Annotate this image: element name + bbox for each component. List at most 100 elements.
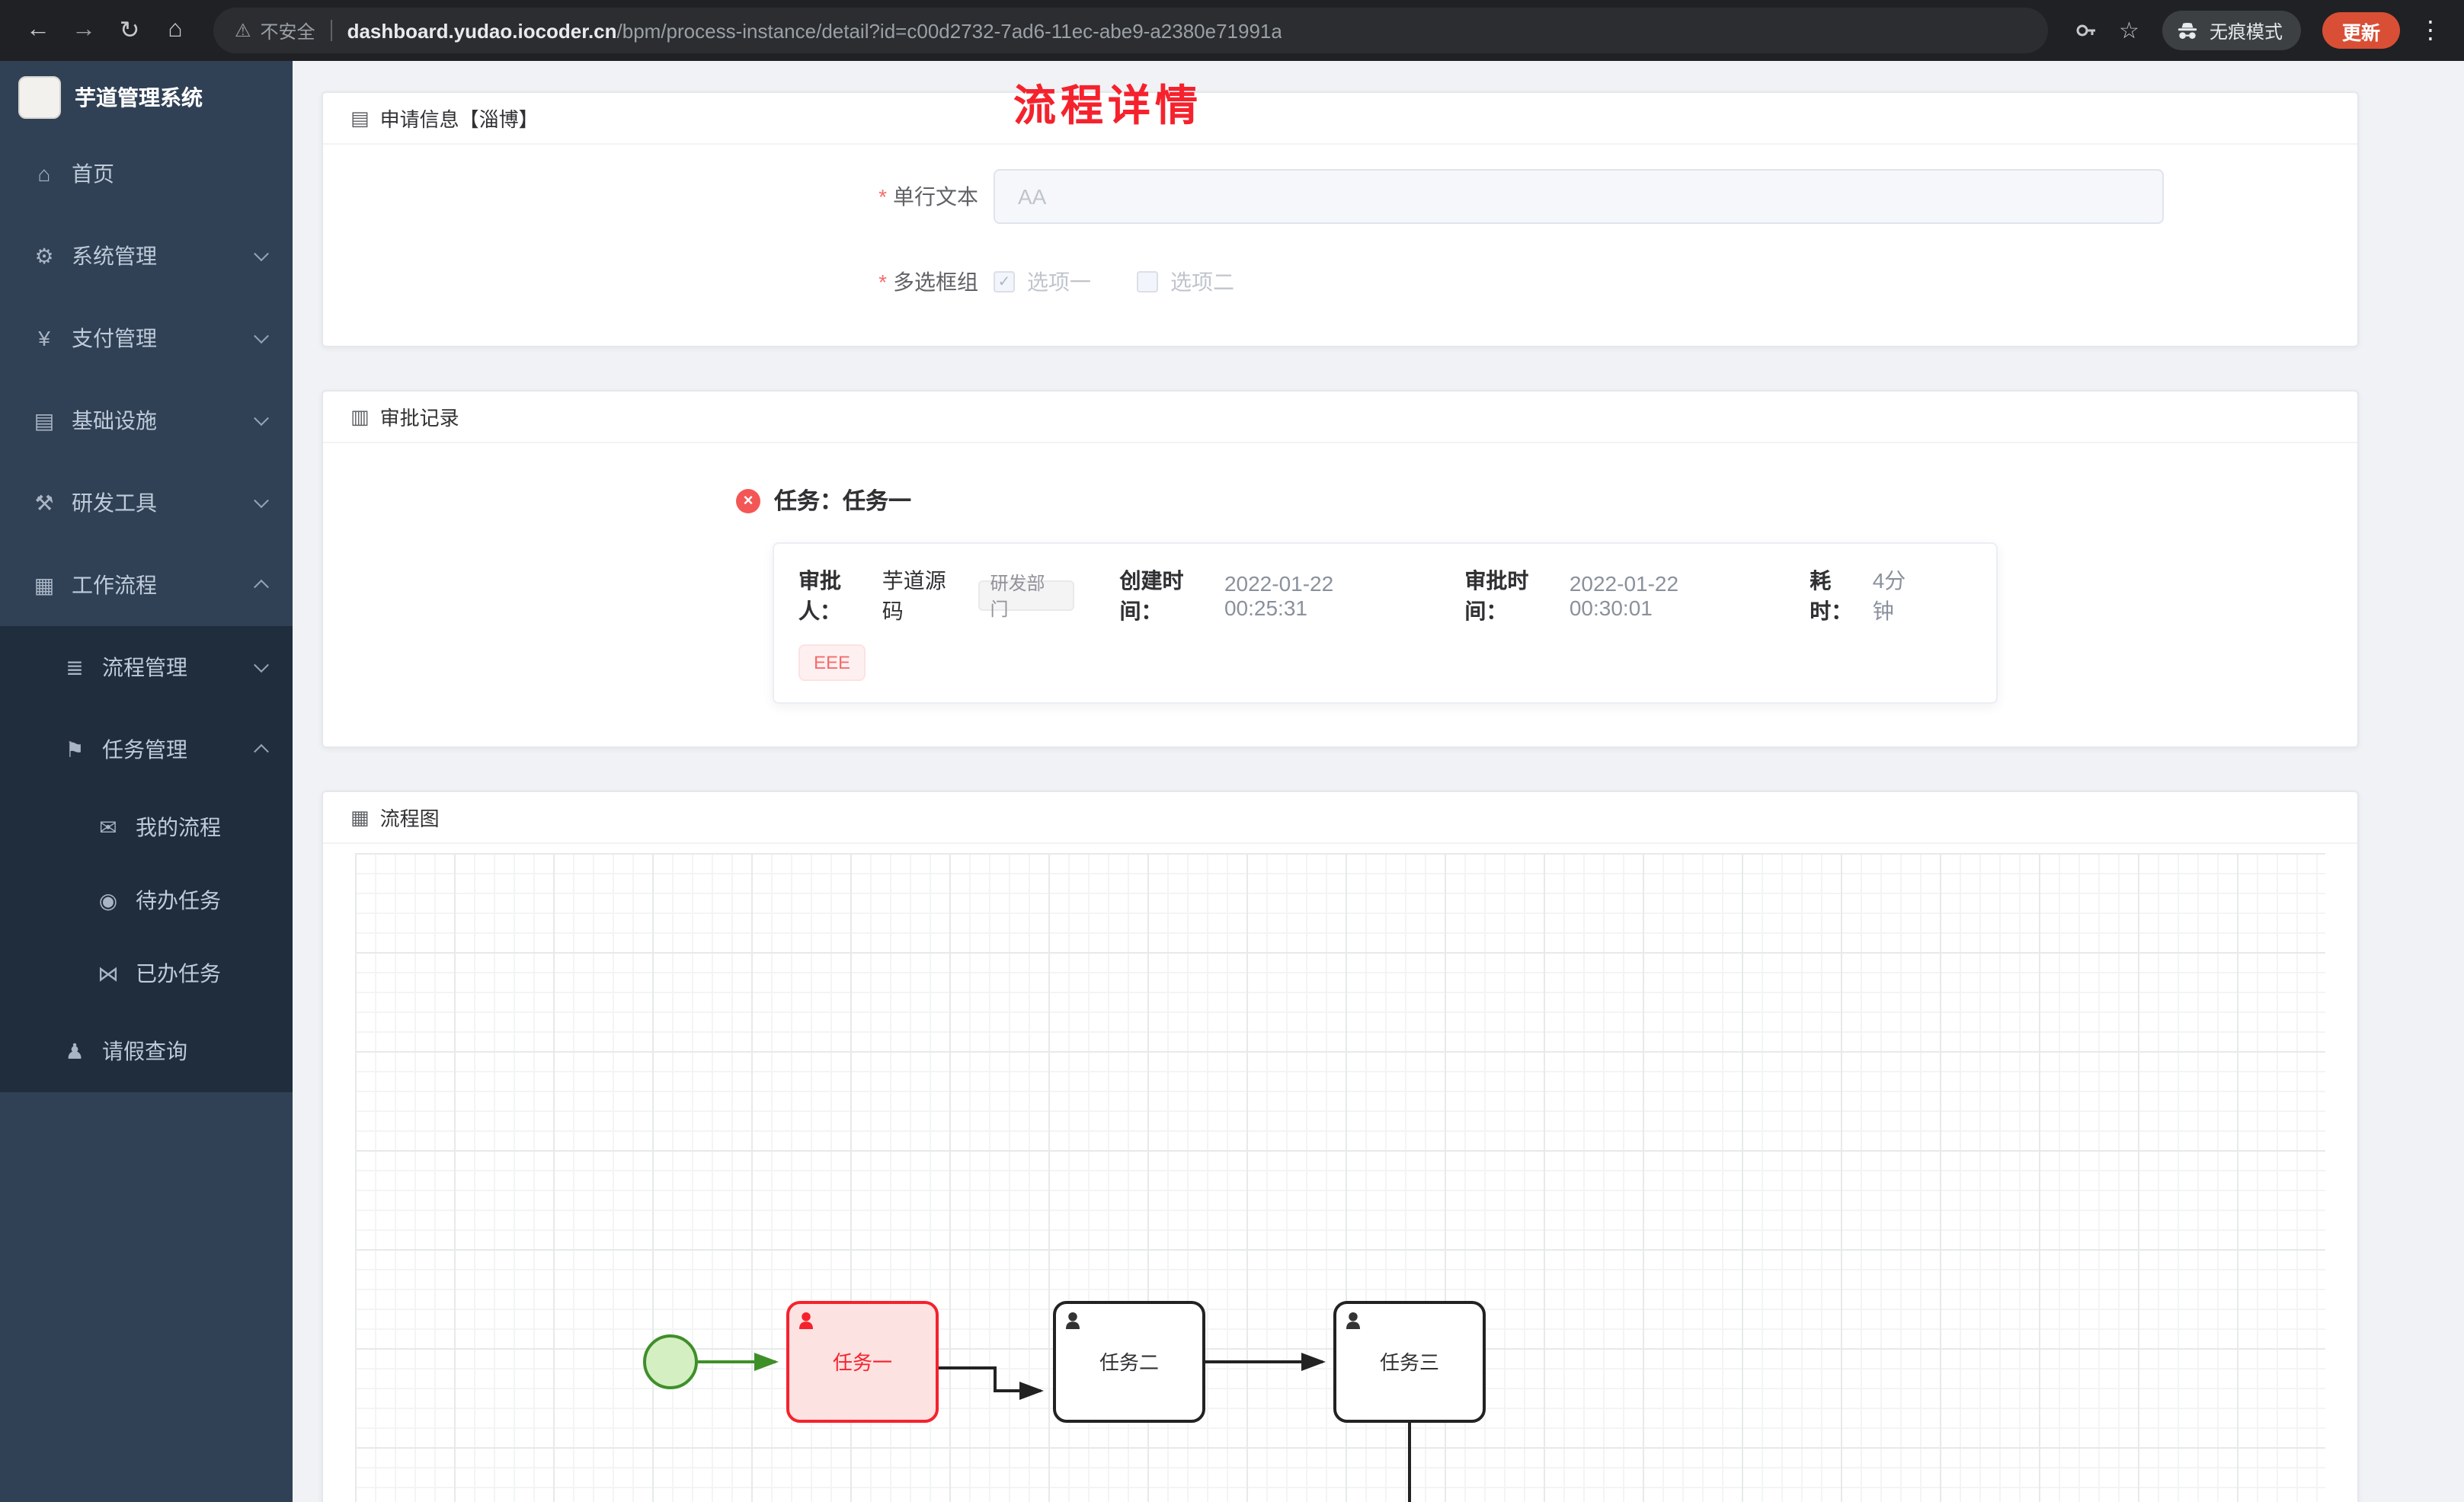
- app-title: 芋道管理系统: [75, 85, 203, 109]
- reload-icon[interactable]: ↻: [119, 18, 140, 44]
- approved-time: 2022-01-22 00:30:01: [1569, 571, 1679, 620]
- chevron-down-icon: [254, 657, 269, 673]
- process-list-icon: ≣: [66, 654, 84, 679]
- approved-group: 审批时间： 2022-01-22 00:30:01: [1464, 565, 1764, 626]
- sidebar-item-leave-query[interactable]: ♟ 请假查询: [0, 1010, 293, 1092]
- chevron-down-icon: [254, 246, 269, 262]
- omnibox-divider: [330, 20, 332, 41]
- form-icon: ▤: [350, 106, 370, 129]
- sidebar-item-label: 基础设施: [72, 408, 157, 433]
- created-group: 创建时间： 2022-01-22 00:25:31: [1119, 565, 1419, 626]
- sequence-flow-1-2: [939, 1366, 1044, 1400]
- checkbox-unchecked-icon: [1137, 271, 1158, 292]
- card-header-title: 申请信息【淄博】: [379, 108, 539, 131]
- approval-detail-line: 审批人： 芋道源码 研发部门 创建时间： 2022-01-22 00:25:31…: [798, 565, 1972, 626]
- sidebar-item-label: 任务管理: [102, 737, 187, 762]
- sidebar-logo[interactable]: 芋道管理系统: [0, 61, 293, 133]
- kebab-menu-icon[interactable]: ⋮: [2418, 18, 2443, 44]
- tools-icon: ⚒: [34, 490, 54, 514]
- url-bar[interactable]: ⚠ 不安全 dashboard.yudao.iocoder.cn/bpm/pro…: [213, 8, 2048, 53]
- done-tasks-icon: ⋈: [98, 960, 119, 985]
- url-host: dashboard.yudao.iocoder.cn: [347, 19, 617, 42]
- incognito-badge: 无痕模式: [2162, 11, 2301, 50]
- checkbox-group: ✓ 选项一 选项二: [994, 267, 1234, 297]
- security-status[interactable]: ⚠ 不安全: [235, 18, 315, 43]
- approver-name: 芋道源码: [882, 568, 946, 623]
- dashboard-icon: ⌂: [37, 161, 51, 186]
- sidebar-item-my-process[interactable]: ✉ 我的流程: [0, 791, 293, 864]
- card-header: ▦ 流程图: [323, 792, 2357, 844]
- sidebar-item-label: 已办任务: [136, 961, 221, 986]
- card-header: ▤ 申请信息【淄博】: [323, 93, 2357, 145]
- chevron-down-icon: [254, 411, 269, 427]
- back-icon[interactable]: ←: [26, 17, 50, 43]
- incognito-label: 无痕模式: [2209, 21, 2283, 42]
- task-title: 任务：任务一: [774, 489, 912, 515]
- approver-label: 审批人：: [798, 568, 841, 623]
- chevron-up-icon: [254, 743, 269, 759]
- sidebar-item-label: 请假查询: [102, 1039, 187, 1063]
- security-label: 不安全: [260, 21, 315, 42]
- todo-eye-icon: ◉: [98, 887, 118, 912]
- approval-detail-card: 审批人： 芋道源码 研发部门 创建时间： 2022-01-22 00:25:31…: [773, 542, 1998, 704]
- sidebar-item-label: 首页: [72, 161, 114, 186]
- reason-tag: EEE: [798, 644, 866, 681]
- task-3-label: 任务三: [1380, 1351, 1439, 1374]
- chevron-down-icon: [254, 493, 269, 509]
- checkbox-option-1: ✓ 选项一: [994, 267, 1091, 297]
- record-icon: ▥: [350, 404, 370, 427]
- key-icon[interactable]: [2073, 18, 2098, 43]
- checkbox-option-2: 选项二: [1137, 267, 1234, 297]
- sidebar-item-workflow[interactable]: ▦ 工作流程: [0, 544, 293, 626]
- sidebar-item-label: 我的流程: [136, 815, 221, 839]
- leave-user-icon: ♟: [65, 1038, 85, 1063]
- sidebar-item-system[interactable]: ⚙ 系统管理: [0, 215, 293, 297]
- timeline-item: × 任务：任务一: [736, 484, 2357, 516]
- workflow-icon: ▦: [34, 572, 55, 596]
- duration-value: 4分钟: [1872, 568, 1906, 623]
- sidebar-item-devtools[interactable]: ⚒ 研发工具: [0, 462, 293, 544]
- form-item-text: 单行文本: [323, 169, 2357, 224]
- sidebar-item-label: 工作流程: [72, 573, 157, 597]
- update-button[interactable]: 更新: [2322, 12, 2400, 49]
- sidebar-item-label: 系统管理: [72, 244, 157, 268]
- incognito-icon: [2178, 22, 2197, 38]
- checkbox-label: 选项二: [1170, 270, 1234, 294]
- yen-icon: ¥: [38, 326, 50, 350]
- gear-icon: ⚙: [34, 243, 54, 267]
- application-info-card: ▤ 申请信息【淄博】 单行文本 多选框组 ✓ 选项一: [322, 91, 2359, 347]
- duration-group: 耗时： 4分钟: [1810, 565, 1926, 626]
- sidebar-item-home[interactable]: ⌂ 首页: [0, 133, 293, 215]
- task-2-node[interactable]: [1053, 1301, 1205, 1423]
- page-title: 流程详情: [1013, 82, 1203, 129]
- card-header-title: 审批记录: [379, 407, 459, 430]
- sidebar-item-label: 研发工具: [72, 491, 157, 515]
- sidebar-item-task-mgmt[interactable]: ⚑ 任务管理: [0, 708, 293, 791]
- task-1-label: 任务一: [833, 1351, 892, 1374]
- approver-group: 审批人： 芋道源码 研发部门: [798, 565, 1074, 626]
- sidebar-item-done-tasks[interactable]: ⋈ 已办任务: [0, 937, 293, 1010]
- chevron-down-icon: [254, 328, 269, 344]
- chevron-up-icon: [254, 579, 269, 595]
- card-header: ▥ 审批记录: [323, 391, 2357, 443]
- sidebar-item-label: 待办任务: [136, 888, 221, 912]
- bpmn-canvas[interactable]: 任务一 任务二 任务三: [355, 853, 2325, 1502]
- duration-label: 耗时：: [1810, 568, 1853, 623]
- sidebar-item-process-mgmt[interactable]: ≣ 流程管理: [0, 626, 293, 708]
- task-1-node[interactable]: [786, 1301, 939, 1423]
- card-header-title: 流程图: [379, 807, 440, 830]
- created-label: 创建时间：: [1119, 568, 1184, 623]
- home-icon[interactable]: ⌂: [168, 17, 183, 43]
- diagram-icon: ▦: [350, 805, 370, 828]
- process-diagram-card: ▦ 流程图: [322, 791, 2359, 1502]
- url-text: dashboard.yudao.iocoder.cn/bpm/process-i…: [347, 19, 1282, 42]
- task-flag-icon: ⚑: [65, 737, 85, 761]
- sidebar-item-todo-tasks[interactable]: ◉ 待办任务: [0, 864, 293, 937]
- bookmark-star-icon[interactable]: ☆: [2119, 18, 2139, 44]
- forward-icon[interactable]: →: [72, 17, 96, 43]
- checkbox-label: 选项一: [1027, 270, 1091, 294]
- start-event[interactable]: [643, 1334, 698, 1389]
- sidebar-item-payment[interactable]: ¥ 支付管理: [0, 297, 293, 379]
- approved-label: 审批时间：: [1464, 568, 1529, 623]
- sidebar-item-infrastructure[interactable]: ▤ 基础设施: [0, 379, 293, 462]
